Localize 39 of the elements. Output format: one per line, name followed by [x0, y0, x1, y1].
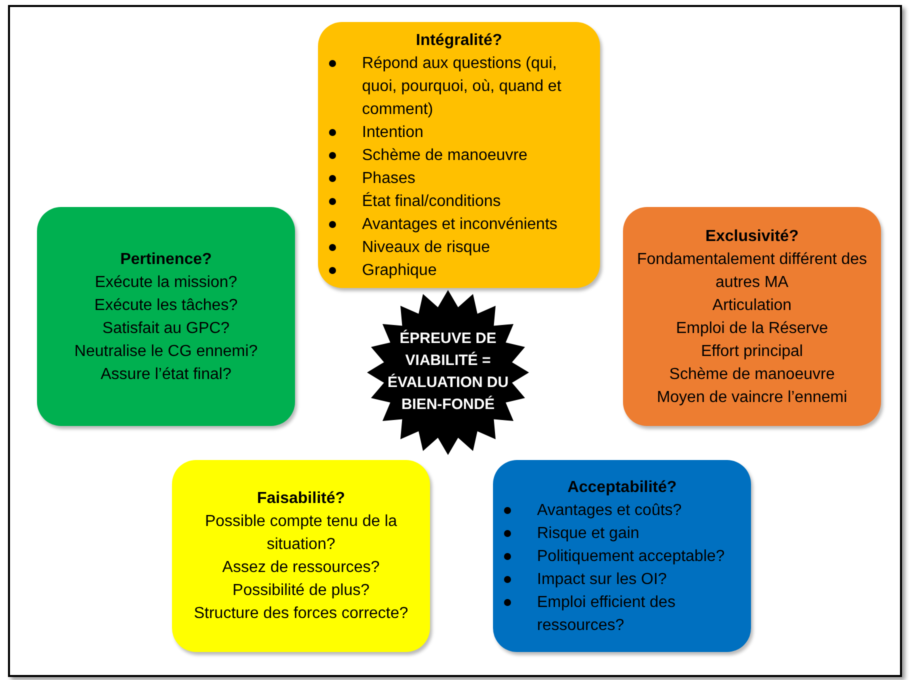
criteria-card [623, 207, 881, 426]
bullet-item: Politiquement acceptable? [493, 544, 751, 568]
criteria-card [172, 460, 430, 652]
criteria-card [37, 207, 295, 426]
card-heading: Intégralité? [414, 30, 504, 50]
bullet-item: Graphique [318, 258, 600, 282]
bullet-item: Risque et gain [493, 522, 751, 544]
criterion-text: Emploi de la Réserve [674, 318, 830, 338]
card-heading: Acceptabilité? [566, 478, 678, 498]
criterion-text: Assure l’état final? [100, 364, 232, 384]
bullet-item: État final/conditions [318, 190, 600, 212]
bullet-item: Avantages et coûts? [493, 498, 751, 522]
criterion-text: Assez de ressources? [221, 558, 381, 578]
bullet-item: Répond aux questions (qui, quoi, pourquoi, où, quand et comment) [318, 52, 600, 120]
card-heading: Faisabilité? [256, 489, 346, 509]
bullet-item: Niveaux de risque [318, 236, 600, 258]
criterion-text: Moyen de vaincre l’ennemi [656, 388, 848, 408]
criterion-text: Structure des forces correcte? [192, 604, 410, 624]
card-heading: Exclusivité? [704, 226, 800, 246]
criteria-card [493, 460, 751, 652]
center-title: ÉPREUVE DE VIABILITÉ = ÉVALUATION DU BIEN-FONDÉ [386, 328, 510, 415]
criterion-text: Satisfait au GPC? [101, 318, 231, 338]
criterion-text: Exécute la mission? [94, 272, 238, 292]
criterion-text: Effort principal [700, 342, 804, 362]
criterion-text: Schème de manoeuvre [668, 364, 836, 384]
criterion-text: Neutralise le CG ennemi? [73, 342, 259, 362]
criterion-text: Exécute les tâches? [93, 296, 239, 316]
bullet-item: Intention [318, 120, 600, 144]
criterion-text: Fondamentalement différent des autres MA [636, 250, 868, 292]
card-heading: Pertinence? [119, 250, 213, 270]
criteria-card [318, 22, 600, 288]
bullet-item: Phases [318, 166, 600, 190]
criterion-text: Possible compte tenu de la situation? [204, 512, 398, 555]
bullet-item: Impact sur les OI? [493, 568, 751, 590]
bullet-item: Avantages et inconvénients [318, 212, 600, 236]
criterion-text: Possibilité de plus? [232, 581, 370, 601]
bullet-item: Emploi efficient des ressources? [493, 590, 751, 636]
bullet-item: Schème de manoeuvre [318, 144, 600, 166]
criterion-text: Articulation [711, 296, 793, 316]
